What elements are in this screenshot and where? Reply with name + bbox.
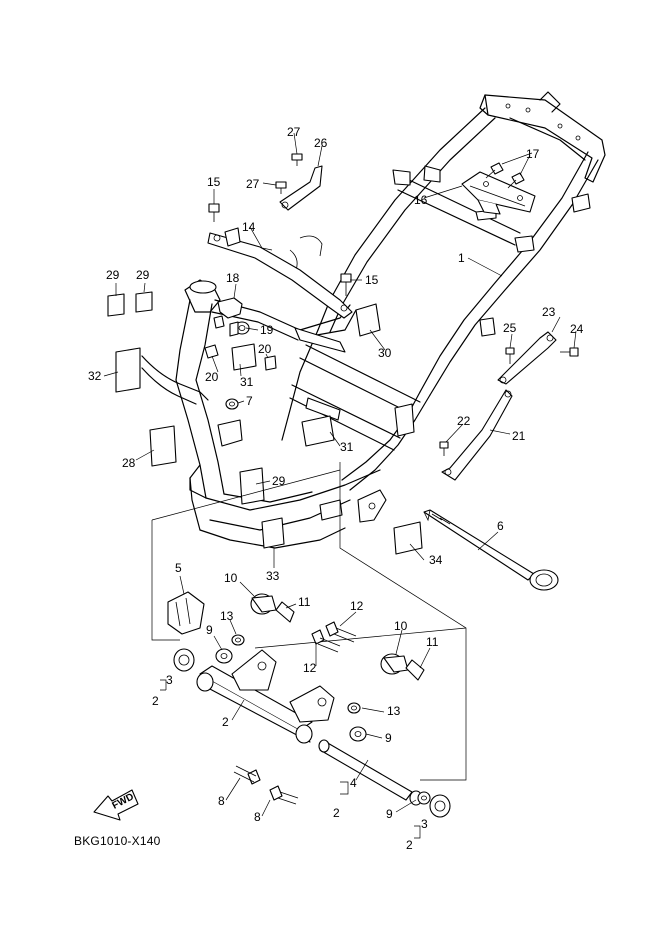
callout-24: 24 (570, 322, 584, 336)
callout-29: 29 (106, 268, 120, 282)
callout-18: 18 (226, 271, 240, 285)
stay-14 (207, 227, 353, 319)
bolt-17-pair (485, 162, 525, 189)
callout-10: 10 (394, 619, 408, 633)
callout-11: 11 (298, 595, 311, 609)
callout-12: 12 (303, 661, 317, 675)
callout-2: 2 (152, 694, 159, 708)
callout-7: 7 (246, 394, 253, 408)
callout-8: 8 (218, 794, 225, 808)
callout-13: 13 (387, 704, 401, 718)
callout-numbers: 1 2 2 2 2 3 3 4 5 6 7 8 8 9 9 9 10 10 11… (88, 125, 584, 852)
callout-17: 17 (526, 147, 540, 161)
leader-lines (103, 132, 577, 839)
callout-15: 15 (207, 175, 221, 189)
callout-5: 5 (175, 561, 182, 575)
callout-3: 3 (421, 817, 428, 831)
callout-32: 32 (88, 369, 102, 383)
fwd-arrow-icon: FWD (93, 789, 139, 821)
bolt-6 (423, 509, 559, 591)
callout-9: 9 (386, 807, 393, 821)
bolts-22-24-25 (439, 347, 579, 456)
callout-14: 14 (242, 220, 256, 234)
callout-15: 15 (365, 273, 379, 287)
callout-9: 9 (206, 623, 213, 637)
callout-25: 25 (503, 321, 517, 335)
callout-16: 16 (414, 193, 428, 207)
callout-3: 3 (166, 673, 173, 687)
callout-21: 21 (512, 429, 526, 443)
callout-6: 6 (497, 519, 504, 533)
callout-34: 34 (429, 553, 443, 567)
seat-bracket (461, 171, 536, 215)
callout-31: 31 (240, 375, 254, 389)
rear-mount-bracket (357, 489, 387, 523)
labels-28-34 (107, 291, 423, 555)
callout-8: 8 (254, 810, 261, 824)
callout-1: 1 (458, 251, 465, 265)
callout-4: 4 (350, 776, 357, 790)
callout-27: 27 (287, 125, 301, 139)
callout-26: 26 (314, 136, 328, 150)
callout-2: 2 (406, 838, 413, 852)
callout-2: 2 (222, 715, 229, 729)
bolts-15-27 (208, 153, 352, 296)
stay-23 (497, 331, 557, 385)
small-parts-18-19-20-7 (204, 297, 277, 410)
engine-bracket-assembly (151, 462, 467, 818)
callout-28: 28 (122, 456, 136, 470)
callout-13: 13 (220, 609, 234, 623)
callout-2: 2 (333, 806, 340, 820)
callout-27: 27 (246, 177, 260, 191)
callout-29: 29 (272, 474, 286, 488)
callout-23: 23 (542, 305, 556, 319)
callout-12: 12 (350, 599, 364, 613)
callout-33: 33 (266, 569, 280, 583)
callout-20: 20 (258, 342, 272, 356)
callout-29: 29 (136, 268, 150, 282)
drawing-code: BKG1010-X140 (74, 834, 161, 848)
callout-22: 22 (457, 414, 471, 428)
callout-20: 20 (205, 370, 219, 384)
callout-9: 9 (385, 731, 392, 745)
stay-26 (279, 165, 323, 211)
callout-11: 11 (426, 635, 439, 649)
callout-30: 30 (378, 346, 392, 360)
callout-19: 19 (260, 323, 274, 337)
callout-10: 10 (224, 571, 238, 585)
stay-21 (441, 389, 513, 481)
callout-31: 31 (340, 440, 354, 454)
